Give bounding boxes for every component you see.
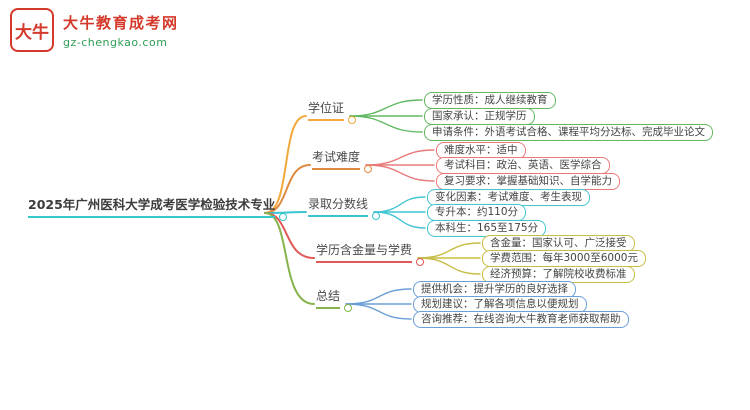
child-node: 学历性质：成人继续教育 [424,92,556,109]
site-name: 大牛教育成考网 [63,13,179,32]
child-node: 国家承认：正规学历 [424,108,535,125]
child-node: 申请条件：外语考试合格、课程平均分达标、完成毕业论文 [424,124,713,141]
brand-logo-text: 大牛 [15,22,49,43]
child-node: 考试科目：政治、英语、医学综合 [436,157,610,174]
branch-label: 学位证 [308,101,345,115]
child-node: 学费范围：每年3000至6000元 [482,250,646,267]
branch-exam-difficulty: 考试难度 [312,148,373,173]
branch-label: 考试难度 [312,150,361,164]
child-node: 复习要求：掌握基础知识、自学能力 [436,173,620,190]
node-endpoint-dot [416,258,425,266]
root-node-label: 2025年广州医科大学成考医学检验技术专业 [28,197,276,212]
branch-value-and-tuition: 学历含金量与学费 [316,241,425,266]
brand-header: 大牛 大牛教育成考网 gz-chengkao.com [10,8,179,52]
brand-text-block: 大牛教育成考网 gz-chengkao.com [63,12,179,49]
root-node: 2025年广州医科大学成考医学检验技术专业 [28,194,288,221]
branch-label: 总结 [316,289,341,303]
branch-degree-certificate: 学位证 [308,99,357,124]
child-node: 专升本：约110分 [427,204,527,221]
site-url: gz-chengkao.com [63,35,168,49]
branch-admission-score: 录取分数线 [308,195,381,220]
child-node: 咨询推荐：在线咨询大牛教育老师获取帮助 [413,311,629,328]
branch-label: 录取分数线 [308,197,369,211]
node-endpoint-dot [364,165,373,173]
brand-logo-icon: 大牛 [10,8,54,52]
branch-label: 学历含金量与学费 [316,243,413,257]
node-endpoint-dot [344,304,353,312]
child-node: 含金量：国家认可、广泛接受 [482,235,635,252]
node-endpoint-dot [279,213,288,221]
branch-summary: 总结 [316,287,353,312]
node-endpoint-dot [348,116,357,124]
node-endpoint-dot [372,212,381,220]
